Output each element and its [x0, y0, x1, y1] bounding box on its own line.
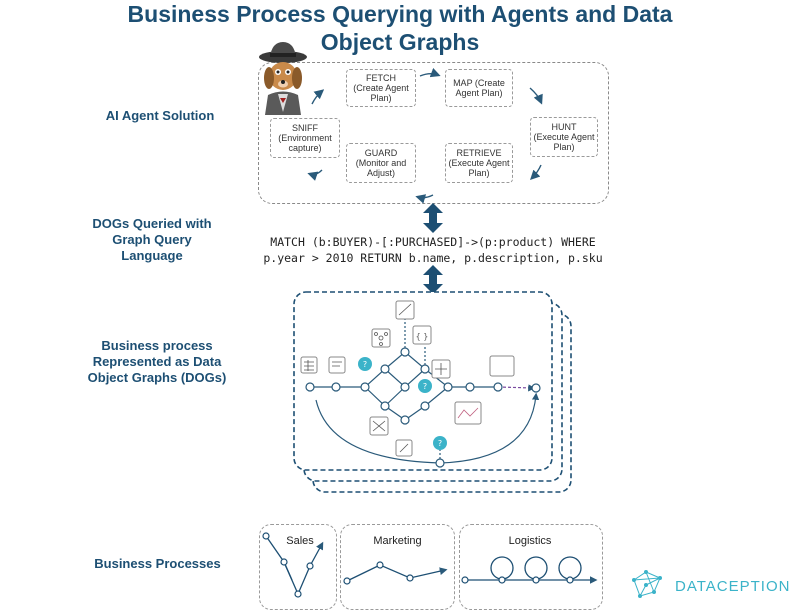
step-guard-sub: (Monitor and Adjust) [355, 158, 407, 178]
step-sniff-name: SNIFF [292, 123, 318, 133]
sales-graph [265, 535, 324, 596]
double-arrow-bottom [423, 265, 443, 294]
label-business-processes: Business Processes [94, 556, 221, 571]
step-hunt: HUNT (Execute Agent Plan) [530, 117, 598, 157]
marketing-graph [346, 564, 448, 582]
step-hunt-sub: (Execute Agent Plan) [533, 132, 595, 152]
marketing-graph-nodes [343, 561, 414, 585]
process-box-logistics [459, 524, 603, 610]
svg-text:?: ? [423, 382, 427, 391]
graph-query: MATCH (b:BUYER)-[:PURCHASED]->(p:product… [238, 234, 628, 266]
dataception-logo-text: DATACEPTION [675, 578, 791, 595]
label-dogs-queried: DOGs Queried with Graph Query Language [92, 216, 212, 263]
page-title: Business Process Querying with Agents an… [127, 1, 673, 55]
step-guard: GUARD (Monitor and Adjust) [346, 143, 416, 183]
step-retrieve: RETRIEVE (Execute Agent Plan) [445, 143, 513, 183]
svg-text:?: ? [363, 360, 367, 369]
step-fetch-sub: (Create Agent Plan) [353, 83, 409, 103]
tile-icon-details: { } [304, 303, 479, 453]
process-label-sales: Sales [286, 535, 314, 547]
label-business-process: Business process Represented as Data Obj… [87, 338, 227, 385]
decision-icon: ? ? ? [358, 357, 447, 450]
step-map: MAP (Create Agent Plan) [445, 69, 513, 107]
step-retrieve-name: RETRIEVE [456, 148, 502, 158]
logistics-graph [465, 556, 598, 584]
label-ai-agent: AI Agent Solution [105, 108, 215, 123]
step-sniff-sub: (Environment capture) [278, 133, 332, 153]
step-map-name: MAP (Create Agent Plan) [453, 78, 505, 98]
step-fetch: FETCH (Create Agent Plan) [346, 69, 416, 107]
detective-dog-icon [259, 42, 307, 115]
svg-text:?: ? [438, 439, 442, 448]
step-retrieve-sub: (Execute Agent Plan) [448, 158, 510, 178]
dog-stack-frames [293, 291, 572, 493]
process-label-logistics: Logistics [508, 535, 552, 547]
logistics-graph-nodes [461, 576, 574, 584]
sales-graph-nodes [262, 532, 314, 598]
dog-graph-nodes [305, 347, 541, 468]
step-guard-name: GUARD [364, 148, 398, 158]
process-box-marketing [340, 524, 455, 610]
dataception-logo-dots [632, 570, 662, 598]
double-arrow-top [423, 203, 443, 233]
svg-text:{ }: { } [416, 332, 429, 341]
query-line-2: p.year > 2010 RETURN b.name, p.descripti… [263, 251, 603, 265]
agent-cycle-arrows [307, 67, 543, 204]
step-hunt-name: HUNT [551, 122, 577, 132]
process-label-marketing: Marketing [373, 535, 422, 547]
step-fetch-name: FETCH [366, 73, 396, 83]
process-box-sales [259, 524, 337, 610]
query-line-1: MATCH (b:BUYER)-[:PURCHASED]->(p:product… [270, 235, 596, 249]
step-sniff: SNIFF (Environment capture) [270, 118, 340, 158]
